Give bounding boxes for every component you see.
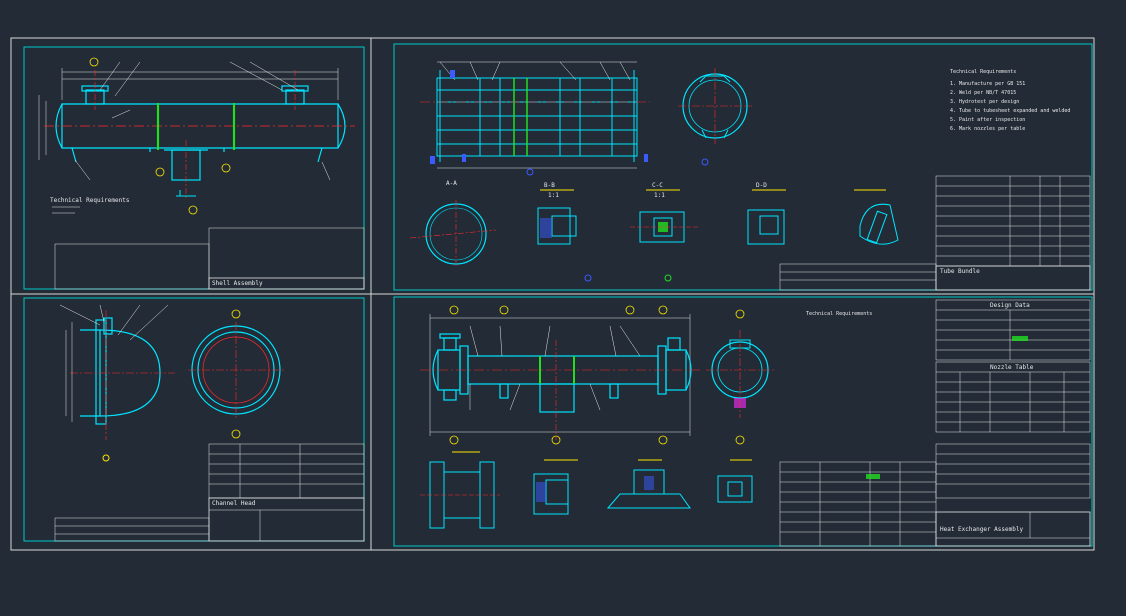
notes-title: Technical Requirements: [950, 69, 1017, 75]
title-block-shell: Shell Assembly: [212, 280, 263, 287]
bottom-right-tables: [779, 299, 1091, 547]
title-block-assembly: Heat Exchanger Assembly: [940, 526, 1024, 533]
assembly-notes-title: Technical Requirements: [806, 311, 873, 317]
bottom-right-details: [420, 451, 753, 529]
channel-head-view: [59, 304, 284, 462]
top-left-notes: [52, 206, 80, 214]
tubesheet-end-view: [678, 68, 752, 166]
note-3: 3. Hydrotest per design: [950, 99, 1020, 105]
shell-assembly-view: [38, 57, 355, 215]
title-block-bundle: Tube Bundle: [940, 268, 980, 275]
section-label-b: B-B: [544, 182, 555, 189]
top-right-tables: [779, 175, 1091, 291]
section-label-a: A-A: [446, 180, 457, 187]
note-5: 5. Paint after inspection: [950, 117, 1026, 123]
section-label-c: C-C: [652, 182, 663, 189]
title-block-channel: Channel Head: [212, 500, 256, 507]
note-2: 2. Weld per NB/T 47015: [950, 90, 1017, 96]
note-4: 4. Tube to tubesheet expanded and welded: [950, 108, 1071, 114]
section-scale-b: 1:1: [548, 192, 559, 199]
tube-bundle-view: [420, 61, 650, 176]
design-table-title: Design Data: [990, 302, 1030, 309]
note-1: 1. Manufacture per GB 151: [950, 81, 1026, 87]
top-left-parts-list: [54, 227, 365, 290]
top-left-notes-title: Technical Requirements: [50, 197, 130, 204]
note-6: 6. Mark nozzles per table: [950, 126, 1026, 132]
section-scale-c: 1:1: [654, 192, 665, 199]
top-right-details: [409, 189, 899, 282]
assembly-view: [420, 305, 774, 445]
nozzle-table-title: Nozzle Table: [990, 364, 1034, 371]
section-label-d: D-D: [756, 182, 767, 189]
bottom-left-tables: [54, 443, 365, 542]
sheet-borders: [23, 43, 1093, 547]
